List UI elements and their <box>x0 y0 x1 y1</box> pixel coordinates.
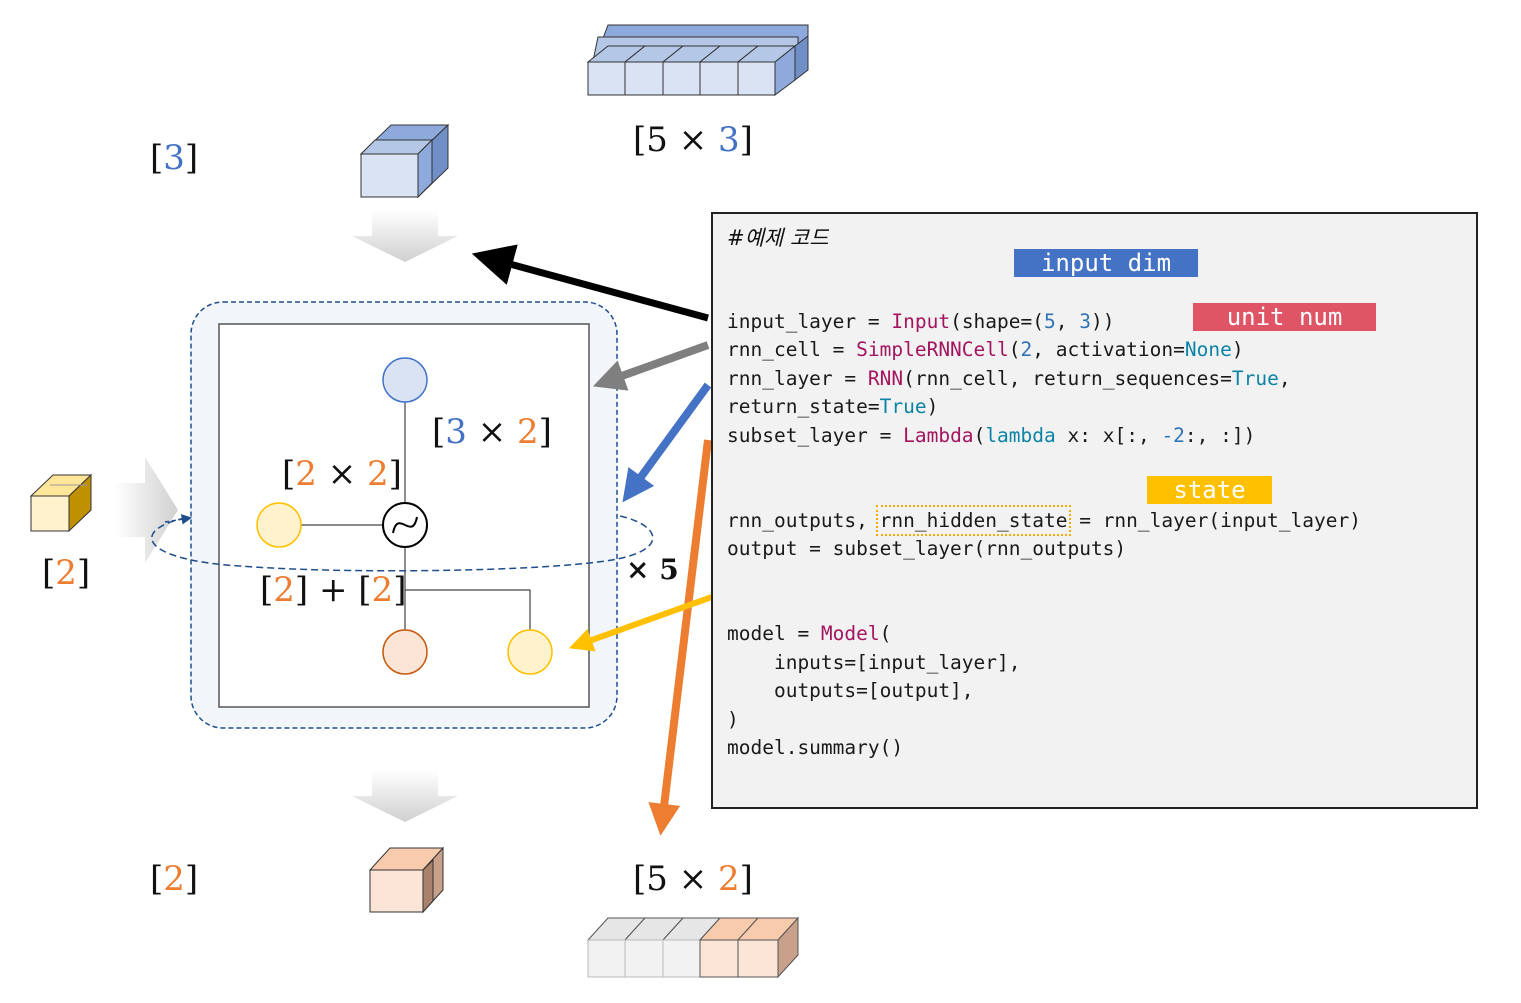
code-token: ) <box>926 395 939 419</box>
state-input-tensor <box>29 473 93 533</box>
code-token: (rnn_cell, return_sequences= <box>903 366 1232 390</box>
code-token: ( <box>973 423 986 447</box>
code-line: inputs=[input_layer], <box>727 649 1361 677</box>
code-line: input_layer = Input(shape=(5, 3)) <box>727 308 1361 336</box>
arrow-code-to-input <box>471 244 709 322</box>
code-line: model = Model( <box>727 620 1361 648</box>
code-token: inputs=[input_layer], <box>727 650 1021 674</box>
code-line: subset_layer = Lambda(lambda x: x[:, -2:… <box>727 422 1361 450</box>
state-output-node <box>507 629 553 675</box>
output-sequence-tensor <box>586 916 800 979</box>
code-token: 5 <box>1044 310 1056 333</box>
code-token: model = <box>727 622 821 646</box>
code-token: ) <box>727 707 739 731</box>
code-panel: #예제 코드 input_layer = Input(shape=(5, 3))… <box>711 212 1478 809</box>
label-recurrent-weight-shape: [2 × 2] <box>282 454 402 494</box>
code-token: Lambda <box>903 423 974 447</box>
prev-state-node <box>256 502 302 548</box>
code-token: 2 <box>1020 338 1033 362</box>
code-token: , <box>1055 310 1080 333</box>
code-block: input_layer = Input(shape=(5, 3))rnn_cel… <box>727 308 1361 763</box>
code-token: RNN <box>867 366 904 390</box>
code-token: ( <box>879 622 892 646</box>
flow-arrow-right <box>115 457 178 563</box>
code-token: -2 <box>1161 423 1185 447</box>
label-output-sequence-shape: [5 × 2] <box>633 859 753 899</box>
code-line: return_state=True) <box>727 393 1361 421</box>
output-node <box>382 629 428 675</box>
code-token: rnn_layer = <box>727 366 868 390</box>
code-token: , <box>1278 366 1291 390</box>
code-token: output = subset_layer(rnn_outputs) <box>727 537 1127 561</box>
code-token: rnn_outputs, <box>727 508 880 532</box>
code-line: rnn_outputs, rnn_hidden_state = rnn_laye… <box>727 504 1361 536</box>
code-token: x: x[:, <box>1055 423 1162 447</box>
label-input-weight-shape: [3 × 2] <box>432 412 552 452</box>
loop-arrow <box>164 514 193 525</box>
code-line: outputs=[output], <box>727 677 1361 705</box>
code-token: )) <box>1090 310 1115 333</box>
label-output-step-shape: [2] <box>150 859 199 899</box>
label-concat-shape: [2] + [2] <box>260 570 407 610</box>
arrow-code-to-output <box>648 439 712 836</box>
code-token: ( <box>1008 338 1021 362</box>
arrow-code-to-layer <box>622 382 712 503</box>
code-token: True <box>879 395 927 419</box>
output-step-tensor <box>368 846 445 914</box>
flow-arrow-down-top <box>352 210 458 262</box>
code-token: SimpleRNNCell <box>856 338 1009 362</box>
label-state-input-shape: [2] <box>42 553 91 593</box>
input-node <box>382 357 428 403</box>
code-token: , activation= <box>1032 338 1185 362</box>
tag-state: state <box>1147 476 1272 504</box>
label-repeat-count: × 5 <box>626 553 679 586</box>
code-token: outputs=[output], <box>727 679 974 703</box>
code-token: subset_layer = <box>727 423 904 447</box>
code-line: rnn_layer = RNN(rnn_cell, return_sequenc… <box>727 365 1361 393</box>
code-token: (shape=( <box>950 310 1044 333</box>
timestep-loop <box>151 515 654 572</box>
code-token: rnn_cell = <box>727 338 857 362</box>
arrow-code-to-cell <box>592 341 710 391</box>
input-sequence-tensor <box>586 24 809 96</box>
code-token: True <box>1231 366 1279 390</box>
flow-arrow-down-bottom <box>352 770 458 822</box>
code-line: ​ <box>727 564 1361 592</box>
tanh-icon <box>392 516 418 534</box>
code-token: model.summary() <box>727 736 904 760</box>
tag-input-dim: input dim <box>1014 249 1198 277</box>
label-input-sequence-shape: [5 × 3] <box>633 120 753 160</box>
code-line: ​ <box>727 450 1361 478</box>
code-token: :, :]) <box>1184 423 1256 447</box>
code-token: = rnn_layer(input_layer) <box>1067 508 1361 532</box>
code-token: None <box>1184 338 1232 362</box>
code-line: model.summary() <box>727 734 1361 762</box>
code-token: lambda <box>985 423 1056 447</box>
code-token: ) <box>1231 338 1244 362</box>
input-step-tensor <box>359 123 450 199</box>
code-line: ​ <box>727 592 1361 620</box>
code-line: output = subset_layer(rnn_outputs) <box>727 535 1361 563</box>
code-token: return_state= <box>727 395 880 419</box>
code-line: ) <box>727 706 1361 734</box>
cell-connections <box>301 402 531 630</box>
code-token: 3 <box>1079 310 1091 333</box>
code-token: Model <box>820 622 880 646</box>
tag-unit-num: unit num <box>1193 303 1376 331</box>
code-line: rnn_cell = SimpleRNNCell(2, activation=N… <box>727 336 1361 364</box>
code-token: rnn_hidden_state <box>875 504 1072 536</box>
code-token: input_layer = <box>727 310 892 333</box>
label-input-step-shape: [3] <box>150 138 199 178</box>
code-comment: #예제 코드 <box>727 226 829 250</box>
code-token: Input <box>891 310 951 333</box>
